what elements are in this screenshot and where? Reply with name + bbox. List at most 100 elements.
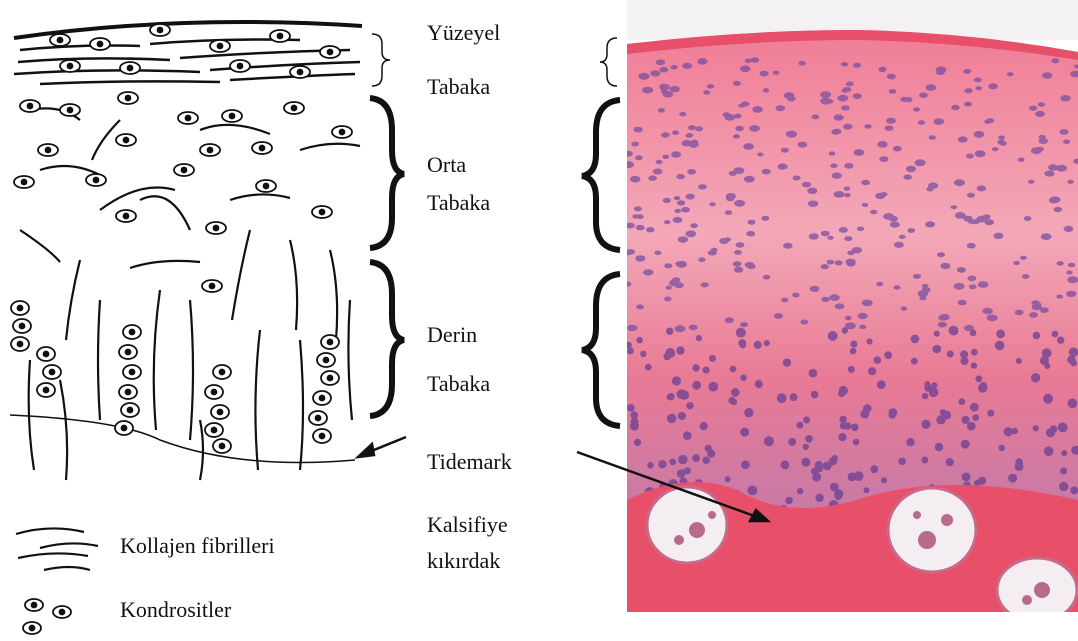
- cell-nucleus: [658, 108, 665, 113]
- cell-nucleus: [868, 367, 876, 375]
- cell-nucleus: [884, 351, 892, 359]
- cell-nucleus: [890, 222, 900, 228]
- cell-nucleus: [783, 359, 791, 367]
- calcified-cartilage-label-2: kıkırdak: [427, 548, 500, 574]
- cell-nucleus: [812, 473, 821, 482]
- cell-nucleus: [853, 63, 861, 68]
- cell-nucleus: [850, 341, 857, 348]
- cell-nucleus: [757, 153, 763, 157]
- cell-nucleus: [724, 114, 735, 121]
- chondrocyte: [213, 439, 231, 453]
- cell-nucleus: [936, 415, 945, 424]
- cell-nucleus: [809, 369, 818, 378]
- cell-nucleus: [659, 84, 670, 91]
- chondrocyte: [320, 46, 340, 58]
- cell-nucleus: [755, 380, 763, 388]
- cell-nucleus: [967, 243, 976, 249]
- calcified-cartilage-label: Kalsifiye: [427, 512, 508, 538]
- chondrocyte: [309, 411, 327, 425]
- superficial-layer-label: Yüzeyel: [427, 20, 500, 46]
- chondrocyte: [123, 325, 141, 339]
- cell-nucleus: [669, 459, 676, 466]
- cell-nucleus: [973, 414, 980, 421]
- cell-nucleus: [821, 231, 830, 237]
- cell-nucleus: [889, 412, 896, 419]
- cell-nucleus: [643, 269, 653, 275]
- cell-nucleus: [801, 458, 810, 467]
- cell-nucleus: [630, 422, 639, 431]
- middle-layer-label: Orta: [427, 152, 466, 178]
- cell-nucleus: [740, 428, 749, 437]
- cell-nucleus: [740, 322, 748, 327]
- cell-nucleus: [677, 200, 685, 205]
- cell-nucleus: [1063, 140, 1070, 144]
- cell-nucleus: [936, 70, 945, 75]
- cell-nucleus: [839, 227, 848, 233]
- cell-nucleus: [776, 105, 786, 111]
- cell-nucleus: [876, 282, 883, 287]
- cell-nucleus: [689, 325, 698, 331]
- cell-nucleus: [835, 493, 842, 500]
- cell-nucleus: [862, 203, 869, 207]
- cell-nucleus: [800, 320, 808, 325]
- chondrocyte: [230, 60, 250, 72]
- cell-nucleus: [811, 115, 819, 120]
- cell-nucleus: [696, 335, 702, 341]
- chondrocyte: [332, 126, 352, 138]
- cell-nucleus: [726, 196, 734, 201]
- cell-nucleus: [832, 455, 838, 461]
- cell-nucleus: [889, 89, 897, 94]
- cell-nucleus: [982, 308, 993, 315]
- cell-nucleus: [678, 412, 686, 420]
- cell-nucleus: [725, 317, 734, 323]
- cell-nucleus: [919, 93, 928, 98]
- cell-nucleus: [858, 313, 868, 319]
- cell-nucleus: [894, 242, 904, 248]
- cell-nucleus: [676, 346, 684, 354]
- cell-nucleus: [707, 84, 714, 89]
- collagen-fibrils-legend-label: Kollajen fibrilleri: [120, 533, 275, 559]
- cell-nucleus: [962, 473, 971, 482]
- cell-nucleus: [901, 307, 908, 311]
- cell-nucleus: [940, 263, 950, 269]
- cell-nucleus: [672, 131, 679, 135]
- cell-nucleus: [877, 141, 887, 148]
- cell-nucleus: [663, 198, 671, 203]
- cell-nucleus: [960, 357, 968, 365]
- chondrocyte: [210, 40, 230, 52]
- cell-nucleus: [697, 58, 707, 65]
- cell-nucleus: [846, 82, 854, 87]
- cell-nucleus: [1068, 263, 1076, 268]
- cell-nucleus: [781, 148, 789, 153]
- cell-nucleus: [935, 443, 943, 451]
- cell-nucleus: [971, 349, 978, 356]
- cell-nucleus: [928, 182, 938, 188]
- cell-nucleus: [958, 300, 967, 306]
- cell-nucleus: [1031, 373, 1040, 382]
- chondrocyte: [321, 371, 339, 385]
- cell-nucleus: [788, 438, 796, 446]
- cell-nucleus: [658, 460, 666, 468]
- marrow-space: [647, 487, 727, 563]
- cell-nucleus: [988, 83, 998, 89]
- cell-nucleus: [978, 281, 989, 288]
- cell-nucleus: [688, 125, 696, 130]
- cell-nucleus: [964, 102, 972, 107]
- cell-nucleus: [751, 57, 760, 62]
- cell-nucleus: [684, 467, 691, 474]
- cell-nucleus: [951, 205, 958, 209]
- middle-layer-label-2: Tabaka: [427, 190, 490, 216]
- cell-nucleus: [978, 383, 987, 392]
- cell-nucleus: [864, 124, 871, 129]
- cell-nucleus: [937, 252, 945, 257]
- cell-nucleus: [731, 388, 740, 397]
- cell-nucleus: [678, 236, 688, 242]
- chondrocyte: [119, 345, 137, 359]
- cell-nucleus: [636, 337, 643, 344]
- cell-nucleus: [811, 391, 819, 399]
- cell-nucleus: [835, 303, 845, 309]
- cell-nucleus: [764, 436, 774, 446]
- cell-nucleus: [678, 455, 687, 464]
- cell-nucleus: [993, 233, 1003, 239]
- cell-nucleus: [685, 230, 696, 237]
